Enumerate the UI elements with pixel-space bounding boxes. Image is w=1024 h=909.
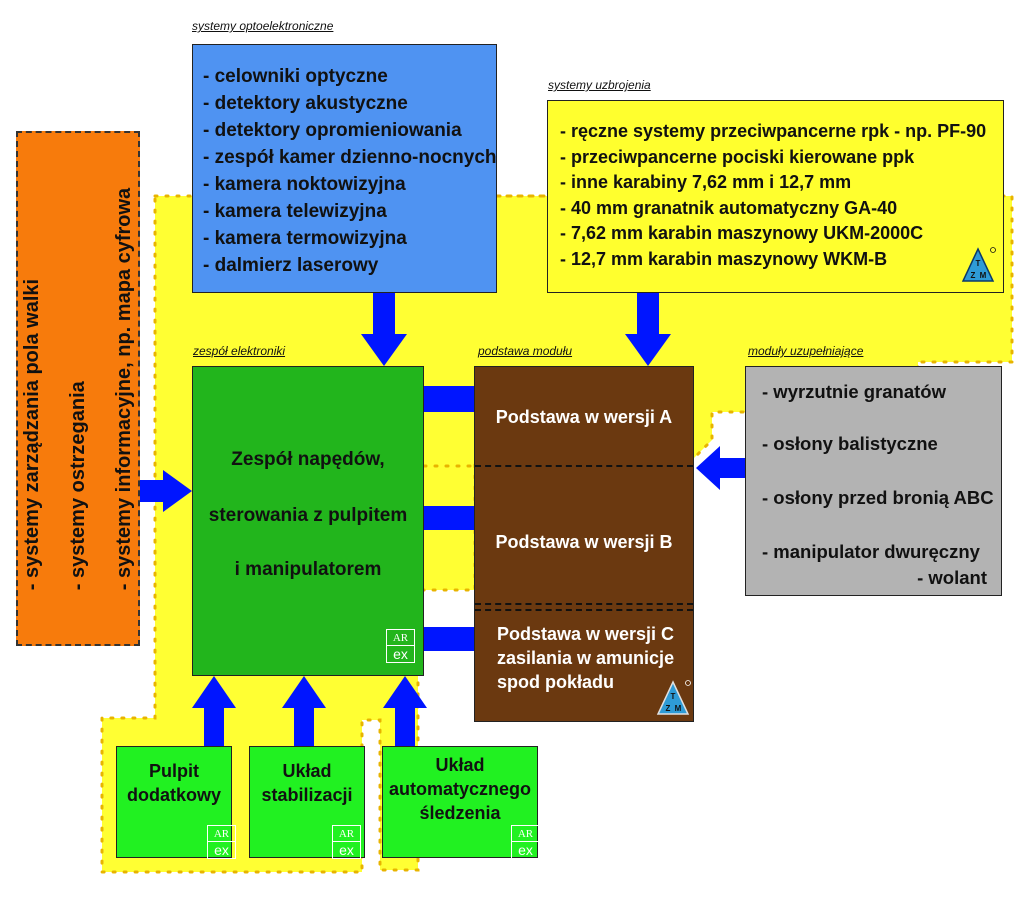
orange-item: - systemy zarządzania pola walki (21, 278, 43, 590)
auto-tracking-label: Układ automatycznego śledzenia (383, 753, 537, 825)
connector-base-b (423, 506, 475, 530)
base-c-text: Podstawa w wersji C zasilania w amunicje… (497, 622, 674, 694)
box-line: Układ (282, 761, 332, 781)
arrow-opto-down (361, 292, 407, 366)
stabilization-label: Układ stabilizacji (250, 759, 364, 807)
weapon-item: - 12,7 mm karabin maszynowy WKM-B (560, 248, 888, 269)
opto-item: - kamera termowizyjna (203, 228, 407, 249)
caption-supplementary: moduły uzupełniające (748, 344, 864, 358)
caption-uzbrojenie: systemy uzbrojenia (548, 78, 651, 92)
opto-item: - dalmierz laserowy (203, 255, 379, 276)
auxiliary-panel-label: Pulpit dodatkowy (117, 759, 231, 807)
opto-item: - kamera telewizyjna (203, 201, 387, 222)
arrow-stabilizacja-up (282, 676, 326, 746)
connector-base-c (423, 627, 475, 651)
base-module-box: Podstawa w wersji A Podstawa w wersji B … (474, 366, 694, 722)
base-c-line: zasilania w amunicje (497, 648, 675, 668)
divider-dashed (475, 465, 693, 467)
svg-text:M: M (980, 271, 987, 280)
supplementary-item: - wolant (917, 567, 987, 588)
svg-text:M: M (675, 704, 682, 713)
base-a-label: Podstawa w wersji A (495, 407, 673, 427)
electronics-line: sterowania z pulpitem (208, 505, 408, 526)
svg-text:Z: Z (971, 271, 976, 280)
electronics-box: Zespół napędów, sterowania z pulpitem i … (192, 366, 424, 676)
orange-box-battlefield-systems: - systemy zarządzania pola walki - syste… (16, 131, 140, 646)
box-line: automatycznego (388, 779, 532, 799)
arrow-uzbrojenie-down (625, 292, 671, 366)
box-line: śledzenia (419, 803, 501, 823)
orange-item: - systemy informacyjne, np. mapa cyfrowa (113, 187, 135, 590)
divider-double-dashed-2 (475, 609, 693, 611)
weapon-list: - ręczne systemy przeciwpancerne rpk - n… (560, 119, 986, 272)
svg-text:Z: Z (666, 704, 671, 713)
caption-opto: systemy optoelektroniczne (192, 19, 334, 33)
orange-box-text: - systemy zarządzania pola walki - syste… (9, 187, 147, 589)
opto-item: - kamera noktowizyjna (203, 174, 406, 195)
arrow-pulpit-up (192, 676, 236, 746)
caption-electronics: zespół elektroniki (193, 344, 286, 358)
opto-item: - celowniki optyczne (203, 66, 388, 87)
opto-list: - celowniki optyczne - detektory akustyc… (203, 63, 497, 279)
supplementary-item: - manipulator dwuręczny (762, 541, 980, 562)
tzm-logo: T Z M (656, 680, 691, 715)
supplementary-item: - osłony balistyczne (762, 433, 938, 454)
electronics-line: Zespół napędów, (231, 449, 385, 470)
svg-text:T: T (671, 692, 676, 701)
weapon-item: - przeciwpancerne pociski kierowane ppk (560, 146, 915, 167)
arrow-uzupelniajace-left (696, 446, 745, 490)
arrow-sledzenie-up (383, 676, 427, 746)
box-line: Pulpit (149, 761, 199, 781)
divider-double-dashed (475, 603, 693, 605)
base-c-line: spod pokładu (497, 672, 614, 692)
weapon-systems-box: - ręczne systemy przeciwpancerne rpk - n… (547, 100, 1004, 293)
weapon-item: - 7,62 mm karabin maszynowy UKM-2000C (560, 223, 924, 243)
supplementary-item: - osłony przed bronią ABC (762, 487, 994, 508)
weapon-item: - ręczne systemy przeciwpancerne rpk - n… (560, 121, 987, 141)
base-b-label: Podstawa w wersji B (495, 532, 673, 552)
opto-item: - detektory akustyczne (203, 93, 408, 114)
electronics-line: i manipulatorem (234, 559, 382, 580)
tzm-logo: T Z M (961, 247, 996, 282)
caption-base: podstawa modułu (478, 344, 573, 358)
base-c-line: Podstawa w wersji C (497, 624, 675, 644)
svg-text:T: T (976, 259, 981, 268)
box-line: dodatkowy (126, 785, 221, 805)
weapon-item: - inne karabiny 7,62 mm i 12,7 mm (560, 172, 852, 192)
opto-item: - detektory opromieniowania (203, 120, 462, 141)
connector-base-a (423, 386, 475, 412)
opto-systems-box: - celowniki optyczne - detektory akustyc… (192, 44, 497, 293)
weapon-item: - 40 mm granatnik automatyczny GA-40 (560, 197, 898, 218)
box-line: Układ (435, 755, 485, 775)
box-line: stabilizacji (261, 785, 353, 805)
opto-item: - zespół kamer dzienno-nocnych (203, 147, 497, 168)
orange-item: - systemy ostrzegania (67, 380, 89, 590)
supplementary-item: - wyrzutnie granatów (762, 381, 946, 402)
supplementary-modules-box: - wyrzutnie granatów - osłony balistyczn… (745, 366, 1002, 596)
arrow-orange-right (140, 470, 192, 512)
